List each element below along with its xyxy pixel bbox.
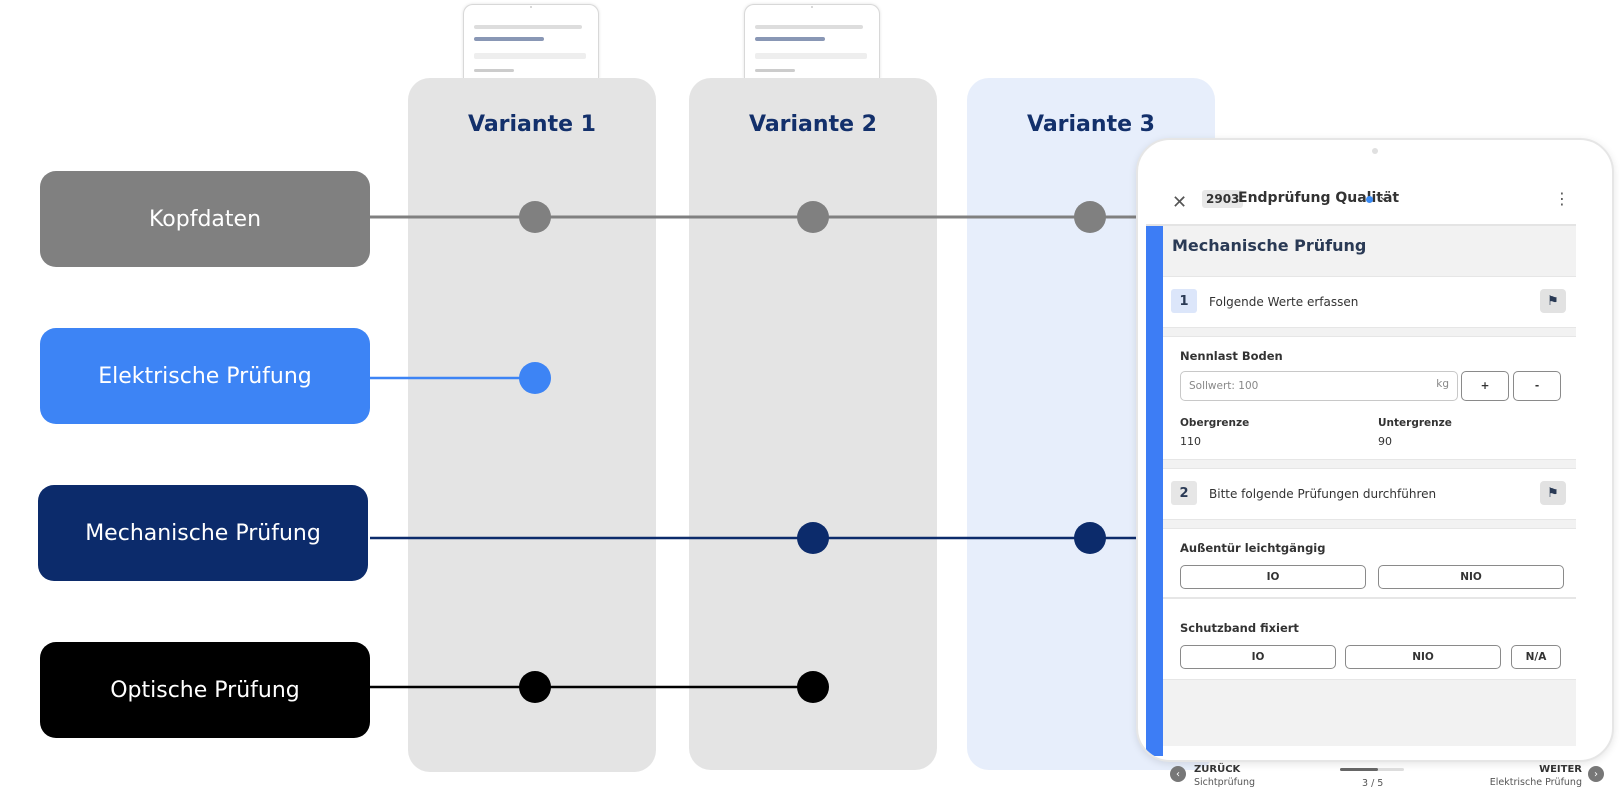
chevron-down-icon[interactable]: ⌄ (1378, 189, 1389, 204)
wizard-footer: ‹ ZURÜCK Sichtprüfung 3 / 5 WEITER Elekt… (1168, 764, 1606, 792)
category-kopfdaten: Kopfdaten (40, 171, 370, 267)
next-sub: Elektrische Prüfung (1489, 777, 1582, 788)
check-card-schutzband: Schutzband fixiert IO NIO N/A (1163, 598, 1576, 680)
category-label: Kopfdaten (148, 206, 262, 232)
connection-node (1074, 201, 1106, 233)
category-optische-pruefung: Optische Prüfung (40, 642, 370, 738)
check-label: Außentür leichtgängig (1180, 541, 1326, 555)
connection-node (797, 671, 829, 703)
check-card-aussentuer: Außentür leichtgängig IO NIO (1163, 528, 1576, 598)
io-button[interactable]: IO (1180, 645, 1336, 669)
step-number: 1 (1171, 289, 1197, 313)
order-title: Endprüfung Qualität (1238, 190, 1400, 206)
category-label: Elektrische Prüfung (98, 363, 312, 389)
category-elektrische-pruefung: Elektrische Prüfung (40, 328, 370, 424)
input-unit: kg (1436, 378, 1449, 390)
step-label: Bitte folgende Prüfungen durchführen (1209, 487, 1437, 501)
category-label: Mechanische Prüfung (85, 520, 321, 546)
field-card: Nennlast Boden Sollwert: 100 kg + - Ober… (1163, 336, 1576, 460)
mini-preview-variante-2 (744, 4, 880, 79)
connection-node (519, 362, 551, 394)
app-header: ✕ 2903 Endprüfung Qualität ⌄ ⋮ (1138, 180, 1578, 224)
step-label: Folgende Werte erfassen (1209, 295, 1359, 309)
nio-button[interactable]: NIO (1345, 645, 1501, 669)
nio-button[interactable]: NIO (1378, 565, 1564, 589)
chevron-right-icon[interactable]: › (1588, 766, 1604, 782)
input-placeholder: Sollwert: 100 (1189, 380, 1259, 392)
nennlast-input[interactable]: Sollwert: 100 kg (1180, 371, 1458, 401)
minus-button[interactable]: - (1513, 371, 1561, 401)
category-label: Optische Prüfung (110, 677, 300, 703)
lower-limit-label: Untergrenze (1378, 417, 1452, 429)
next-label[interactable]: WEITER (1539, 764, 1582, 775)
back-sub: Sichtprüfung (1194, 777, 1256, 788)
field-label: Nennlast Boden (1180, 349, 1283, 363)
check-label: Schutzband fixiert (1180, 621, 1299, 635)
chevron-left-icon[interactable]: ‹ (1170, 766, 1186, 782)
connection-node (797, 201, 829, 233)
status-dot (1366, 196, 1373, 203)
column-variante-1: Variante 1 (408, 78, 656, 772)
more-vertical-icon[interactable]: ⋮ (1554, 189, 1570, 208)
flag-icon[interactable]: ⚑ (1540, 481, 1566, 505)
upper-limit-label: Obergrenze (1180, 417, 1250, 429)
section-title: Mechanische Prüfung (1172, 236, 1367, 255)
connection-node (797, 522, 829, 554)
flag-icon[interactable]: ⚑ (1540, 289, 1566, 313)
io-button[interactable]: IO (1180, 565, 1366, 589)
na-button[interactable]: N/A (1511, 645, 1561, 669)
step-number: 2 (1171, 481, 1197, 505)
order-number: 2903 (1202, 190, 1244, 208)
step-row-1: 1 Folgende Werte erfassen ⚑ (1163, 276, 1576, 328)
connection-node (1074, 522, 1106, 554)
step-row-2: 2 Bitte folgende Prüfungen durchführen ⚑ (1163, 468, 1576, 520)
tablet-mockup: ✕ 2903 Endprüfung Qualität ⌄ ⋮ Mechanisc… (1136, 138, 1614, 762)
plus-button[interactable]: + (1461, 371, 1509, 401)
column-variante-2: Variante 2 (689, 78, 937, 770)
back-label[interactable]: ZURÜCK (1194, 764, 1241, 775)
progress-fill (1340, 768, 1379, 771)
upper-limit-value: 110 (1180, 435, 1201, 448)
category-mechanische-pruefung: Mechanische Prüfung (38, 485, 368, 581)
mini-preview-variante-1 (463, 4, 599, 79)
connection-node (519, 201, 551, 233)
column-title: Variante 2 (749, 112, 877, 137)
close-icon[interactable]: ✕ (1172, 192, 1188, 213)
section-indicator (1146, 226, 1163, 756)
connection-node (519, 671, 551, 703)
progress-bar (1340, 768, 1404, 771)
content-area: Mechanische Prüfung 1 Folgende Werte erf… (1146, 224, 1576, 756)
column-title: Variante 3 (1027, 112, 1155, 137)
camera-dot (1372, 148, 1378, 154)
lower-limit-value: 90 (1378, 435, 1392, 448)
progress-text: 3 / 5 (1362, 778, 1384, 789)
column-title: Variante 1 (468, 112, 596, 137)
